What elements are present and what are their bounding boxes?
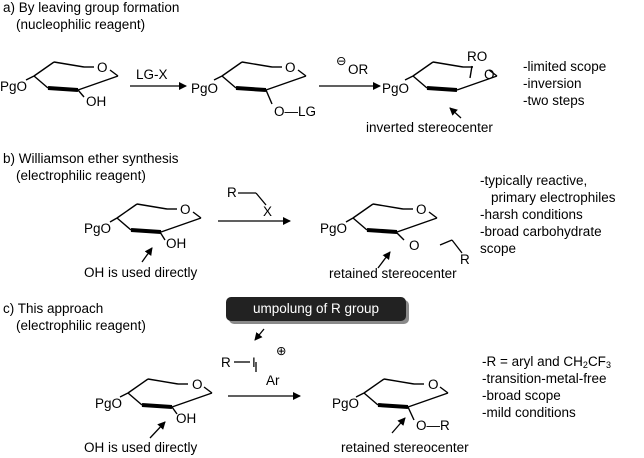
section-a-prod-pgo: PgO xyxy=(382,81,410,96)
section-a-artwork xyxy=(25,60,499,119)
section-b-sm-annotation: OH is used directly xyxy=(84,265,198,280)
section-b-heading: b) Williamson ether synthesis xyxy=(3,151,179,166)
bullet-item: -broad carbohydrate xyxy=(480,224,602,239)
bullet-r-prefix: -R = aryl and CH xyxy=(482,354,583,369)
section-a-prod-ring-o: O xyxy=(484,67,495,82)
bullet-r-sub1: 2 xyxy=(582,360,588,370)
section-b-subheading: (electrophilic reagent) xyxy=(16,168,146,183)
section-a-int-pgo: PgO xyxy=(191,81,219,96)
section-c-subheading: (electrophilic reagent) xyxy=(16,318,146,333)
section-a-annotation: inverted stereocenter xyxy=(366,120,493,135)
section-b-prod-ether-o: O xyxy=(409,238,420,253)
section-a-heading: a) By leaving group formation xyxy=(3,0,180,15)
section-a-bullets: -limited scope -inversion -two steps xyxy=(523,58,606,109)
section-c-reagent-r: R xyxy=(221,355,231,370)
section-b-reagent-x: X xyxy=(263,204,273,219)
bullet-item: primary electrophiles xyxy=(491,190,616,205)
bullet-item: -inversion xyxy=(523,76,582,91)
bullet-item: -limited scope xyxy=(523,59,607,74)
bullet-r-sub2: 3 xyxy=(605,360,611,370)
section-b-sm-pgo: PgO xyxy=(84,221,112,236)
bullet-item: -transition-metal-free xyxy=(482,371,607,386)
section-a-reagent-2: OR xyxy=(348,62,369,77)
bullet-r-mid: CF xyxy=(587,354,606,369)
section-c-sm-pgo: PgO xyxy=(95,396,123,411)
section-c-sm-ring-o: O xyxy=(192,377,203,392)
section-b-prod-r: R xyxy=(460,252,470,267)
section-c-sm-annotation: OH is used directly xyxy=(84,440,198,455)
section-c-sm-oh: OH xyxy=(176,411,197,426)
section-a-prod-ro: RO xyxy=(467,49,488,64)
section-b-prod-ring-o: O xyxy=(416,202,427,217)
section-a-reagent-1: LG-X xyxy=(136,67,168,82)
bullet-item: -typically reactive, xyxy=(480,173,588,188)
section-b-bullets: -typically reactive, primary electrophil… xyxy=(480,172,616,257)
section-b-artwork xyxy=(109,192,463,269)
bullet-item: -mild conditions xyxy=(482,405,576,420)
section-b-prod-annotation: retained stereocenter xyxy=(329,266,457,281)
section-a-int-olg: O—LG xyxy=(274,104,317,119)
bullet-item: -broad scope xyxy=(482,388,561,403)
section-c-prod-pgo: PgO xyxy=(332,396,360,411)
section-c-reagent-i: I xyxy=(252,355,256,370)
section-b-sm-oh: OH xyxy=(166,236,187,251)
section-c-reagent-ar: Ar xyxy=(266,373,280,388)
section-a-subheading: (nucleophilic reagent) xyxy=(16,17,146,32)
bullet-item: scope xyxy=(480,241,517,256)
section-b-prod-pgo: PgO xyxy=(320,221,348,236)
section-a-sm-oh: OH xyxy=(86,94,107,109)
section-c-bullets: -R = aryl and CH2CF3 -transition-metal-f… xyxy=(482,353,611,421)
section-b-sm-ring-o: O xyxy=(180,202,191,217)
umpolung-banner: umpolung of R group xyxy=(226,297,406,321)
section-a-int-ring-o: O xyxy=(285,60,296,75)
section-c-artwork xyxy=(119,328,450,439)
section-c-prod-annotation: retained stereocenter xyxy=(341,440,469,455)
section-a-sm-pgo: PgO xyxy=(0,79,28,94)
section-c-prod-or: O—R xyxy=(416,418,450,433)
bullet-item: -harsh conditions xyxy=(480,207,583,222)
section-c-heading: c) This approach xyxy=(3,301,104,316)
section-c-reagent-charge: ⊕ xyxy=(276,344,287,358)
section-a-sm-ring-o: O xyxy=(97,60,108,75)
section-b-reagent-r: R xyxy=(227,185,237,200)
section-a-charge: ⊖ xyxy=(336,54,347,68)
section-c-prod-ring-o: O xyxy=(428,377,439,392)
bullet-item: -two steps xyxy=(523,93,585,108)
bullet-item-r-definition: -R = aryl and CH2CF3 xyxy=(482,353,611,370)
